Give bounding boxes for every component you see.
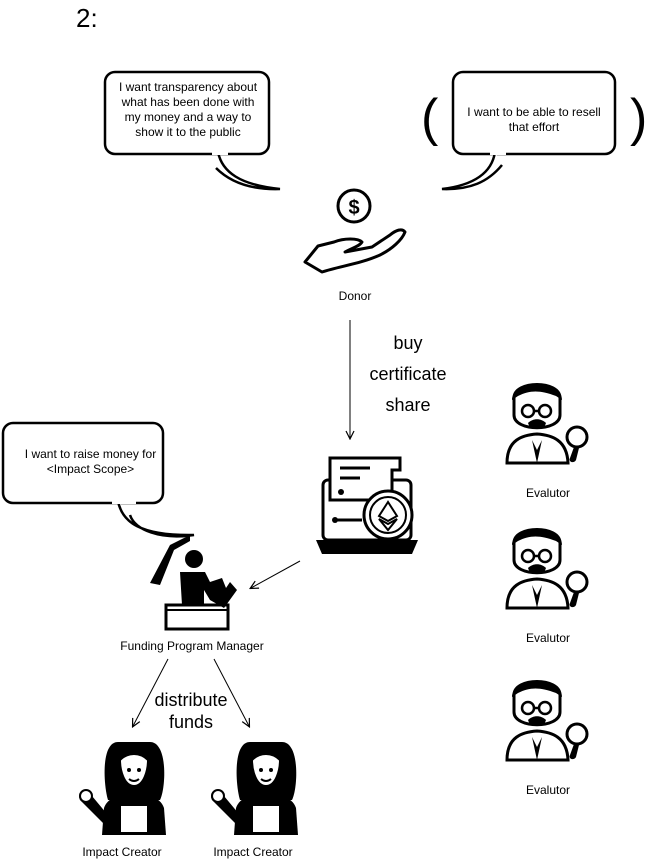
bubble-text-manager: I want to raise money for <Impact Scope> <box>24 447 157 476</box>
actor-label-manager: Funding Program Manager <box>120 639 264 653</box>
page-title: 2: <box>76 3 98 33</box>
edge-label-line: funds <box>168 712 214 732</box>
evaluator-2-figure <box>505 527 589 610</box>
actor-label-donor: Donor <box>338 289 372 303</box>
evaluator-3-figure <box>505 679 589 762</box>
bubble-text-donor-resell: I want to be able to resell that effort <box>467 105 601 134</box>
actor-label-evaluator-3: Evalutor <box>525 783 571 797</box>
edge-label-line: distribute <box>154 690 228 710</box>
donation-hand-icon: $ <box>303 188 407 274</box>
edge-label-line: buy <box>393 333 423 353</box>
bubble-text-donor-transparency: I want transparency about what has been … <box>118 80 258 139</box>
speech-bubble-manager <box>1 421 195 538</box>
speech-bubble-donor-transparency <box>103 70 281 191</box>
edge-certificate-to-manager <box>251 560 301 588</box>
creator-2-figure <box>210 741 299 836</box>
close-parenthesis: ) <box>630 89 648 147</box>
edge-label-line: share <box>385 395 431 415</box>
edge-label-distribute-funds: distribute funds <box>136 689 246 733</box>
actor-label-evaluator-2: Evalutor <box>525 631 571 645</box>
actor-label-creator-2: Impact Creator <box>213 845 293 859</box>
evaluator-magnifier-icon <box>505 383 589 762</box>
svg-text:$: $ <box>348 197 359 219</box>
speech-bubble-donor-resell <box>441 70 617 191</box>
edge-label-buy-certificate-share: buy certificate share <box>358 328 458 421</box>
open-parenthesis: ( <box>421 89 439 147</box>
ethereum-certificate-laptop-icon <box>316 456 418 554</box>
actor-label-creator-1: Impact Creator <box>82 845 162 859</box>
mechanic-woman-icon <box>79 741 299 836</box>
edge-manager-to-creator-2 <box>213 658 249 726</box>
actor-label-evaluator-1: Evalutor <box>525 486 571 500</box>
edge-label-line: certificate <box>369 364 447 384</box>
speaker-podium-icon <box>150 535 237 631</box>
edge-manager-to-creator-1 <box>133 658 169 726</box>
